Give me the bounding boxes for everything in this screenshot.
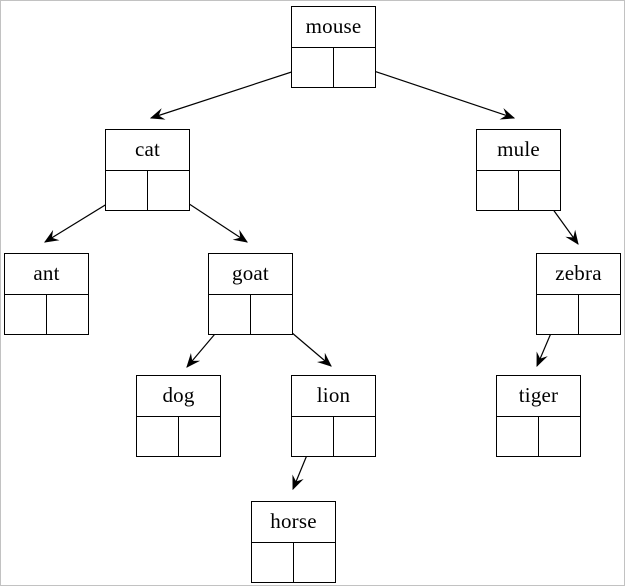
tree-node-zebra: zebra (536, 253, 621, 335)
right-pointer-cell (334, 417, 375, 457)
node-label: cat (106, 130, 189, 171)
left-pointer-cell (5, 294, 47, 334)
left-pointer-cell (137, 416, 179, 456)
right-pointer-cell (47, 295, 88, 335)
pointer-cells (5, 294, 88, 335)
pointer-cells (209, 294, 292, 335)
right-pointer-cell (179, 417, 220, 457)
tree-node-horse: horse (251, 501, 336, 583)
left-pointer-cell (497, 416, 539, 456)
right-pointer-cell (579, 295, 620, 335)
node-label: ant (5, 254, 88, 295)
tree-node-mouse: mouse (291, 6, 376, 88)
left-pointer-cell (292, 47, 334, 87)
edge-mouse-left-to-cat (149, 64, 314, 120)
tree-node-ant: ant (4, 253, 89, 335)
pointer-cells (292, 416, 375, 457)
left-pointer-cell (209, 294, 251, 334)
tree-node-cat: cat (105, 129, 190, 211)
node-label: zebra (537, 254, 620, 295)
pointer-cells (477, 170, 560, 211)
node-label: dog (137, 376, 220, 417)
node-label: mule (477, 130, 560, 171)
right-pointer-cell (519, 171, 560, 211)
right-pointer-cell (148, 171, 189, 211)
pointer-cells (252, 542, 335, 583)
node-label: tiger (497, 376, 580, 417)
node-label: goat (209, 254, 292, 295)
left-pointer-cell (477, 170, 519, 210)
right-pointer-cell (251, 295, 292, 335)
node-label: mouse (292, 7, 375, 48)
pointer-cells (292, 47, 375, 88)
right-pointer-cell (294, 543, 335, 583)
tree-node-dog: dog (136, 375, 221, 457)
tree-node-mule: mule (476, 129, 561, 211)
left-pointer-cell (106, 170, 148, 210)
tree-node-goat: goat (208, 253, 293, 335)
edge-mouse-right-to-mule (355, 64, 516, 120)
right-pointer-cell (539, 417, 580, 457)
tree-node-lion: lion (291, 375, 376, 457)
tree-node-tiger: tiger (496, 375, 581, 457)
pointer-cells (537, 294, 620, 335)
pointer-cells (137, 416, 220, 457)
left-pointer-cell (292, 416, 334, 456)
node-label: lion (292, 376, 375, 417)
node-label: horse (252, 502, 335, 543)
pointer-cells (106, 170, 189, 211)
left-pointer-cell (537, 294, 579, 334)
right-pointer-cell (334, 48, 375, 88)
pointer-cells (497, 416, 580, 457)
left-pointer-cell (252, 542, 294, 582)
